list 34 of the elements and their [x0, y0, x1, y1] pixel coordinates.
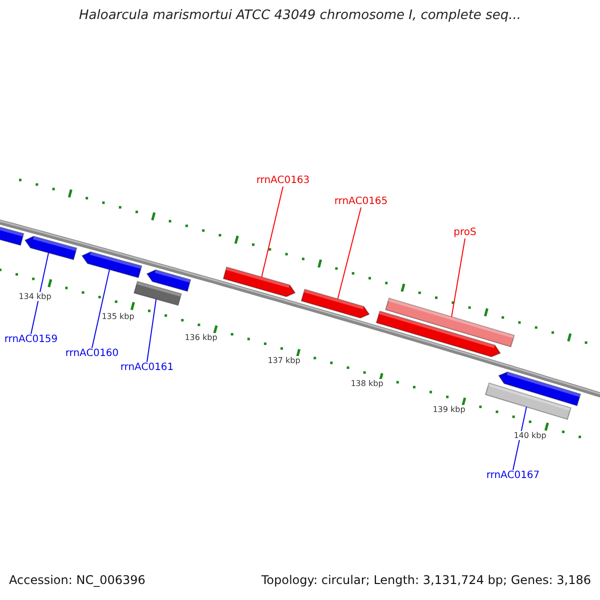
scale-label: 137 kbp — [266, 356, 302, 366]
gene-feature — [498, 371, 582, 406]
leader-line — [30, 252, 50, 334]
scale-label: 136 kbp — [184, 333, 218, 342]
gene-label: rrnAC0159 — [4, 334, 58, 346]
scale-label: 135 kbp — [100, 312, 136, 322]
gene-label: rrnAC0165 — [334, 196, 388, 208]
gene-feature — [81, 251, 142, 278]
leader-line — [451, 238, 466, 318]
gene-label: rrnAC0163 — [256, 175, 310, 186]
gene-label: rrnAC0167 — [486, 470, 540, 482]
scale-label: 140 kbp — [512, 431, 548, 440]
scale-label: 134 kbp — [18, 292, 52, 302]
leader-line — [146, 298, 157, 362]
gene-label: rrnAC0160 — [65, 348, 119, 360]
gene-bar — [133, 280, 182, 306]
leader-line — [92, 269, 110, 348]
title: Haloarcula marismortui ATCC 43049 chromosome I, complete seq... — [79, 9, 521, 24]
gene-feature — [300, 288, 370, 319]
gene-feature — [222, 266, 296, 298]
accession-text: Accession: NC_006396 — [9, 574, 146, 588]
gene-feature — [376, 310, 501, 358]
gene-bar — [384, 298, 515, 348]
gene-label: rrnAC0161 — [120, 362, 174, 374]
leader-line — [261, 186, 284, 278]
leader-line — [337, 207, 362, 300]
gene-label: proS — [454, 227, 476, 238]
gene-feature — [146, 269, 192, 292]
scale-label: 139 kbp — [432, 405, 466, 414]
gene-feature — [24, 236, 78, 260]
scale-label: 138 kbp — [350, 379, 384, 388]
genome-summary-text: Topology: circular; Length: 3,131,724 bp; Genes: 3,186 — [261, 574, 591, 588]
gene-bar — [484, 382, 572, 420]
gene-feature — [0, 225, 24, 246]
